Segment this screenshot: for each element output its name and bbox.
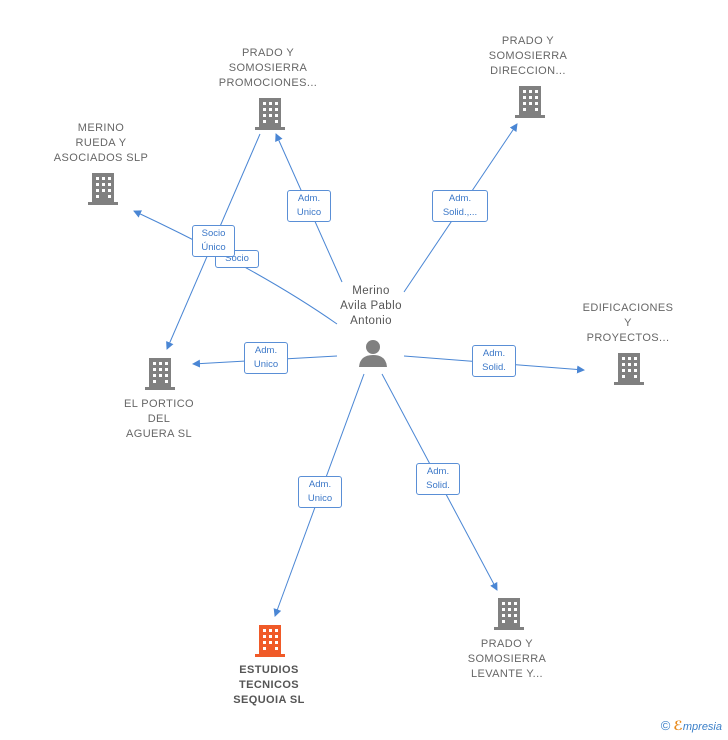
edge-badge-promociones: Adm. Unico xyxy=(287,190,331,222)
node-label-sequoia[interactable]: ESTUDIOS TECNICOS SEQUOIA SL xyxy=(233,664,305,706)
node-label-levante[interactable]: PRADO Y SOMOSIERRA LEVANTE Y... xyxy=(467,638,547,680)
brand-footer: © ℰmpresia xyxy=(661,718,722,734)
building-icon[interactable] xyxy=(87,171,119,207)
person-icon[interactable] xyxy=(358,338,388,368)
edge-badge-portico-socio: Socio Único xyxy=(192,225,235,257)
node-label-promociones[interactable]: PRADO Y SOMOSIERRA PROMOCIONES... xyxy=(218,47,318,89)
edge-badge-portico-adm: Adm. Unico xyxy=(244,342,288,374)
center-person-label[interactable]: Merino Avila Pablo Antonio xyxy=(340,285,402,327)
building-icon[interactable] xyxy=(613,351,645,387)
brand-name: mpresia xyxy=(682,721,722,733)
building-icon[interactable] xyxy=(514,84,546,120)
node-label-edificaciones[interactable]: EDIFICACIONES Y PROYECTOS... xyxy=(582,302,674,344)
brand-logo-initial: ℰ xyxy=(673,718,683,733)
building-icon[interactable] xyxy=(493,596,525,632)
edge-badge-edificaciones: Adm. Solid. xyxy=(472,345,516,377)
building-icon-focus[interactable] xyxy=(254,623,286,659)
edge-badge-levante: Adm. Solid. xyxy=(416,463,460,495)
building-icon[interactable] xyxy=(254,96,286,132)
edge-badge-direccion: Adm. Solid.,... xyxy=(432,190,488,222)
edge-merino-rueda xyxy=(133,210,338,325)
node-label-portico[interactable]: EL PORTICO DEL AGUERA SL xyxy=(123,398,195,440)
building-icon[interactable] xyxy=(144,356,176,392)
edge-badge-sequoia: Adm. Unico xyxy=(298,476,342,508)
copyright-icon: © xyxy=(660,718,671,733)
node-label-merino-rueda[interactable]: MERINO RUEDA Y ASOCIADOS SLP xyxy=(53,122,149,164)
node-label-direccion[interactable]: PRADO Y SOMOSIERRA DIRECCION... xyxy=(488,35,568,77)
